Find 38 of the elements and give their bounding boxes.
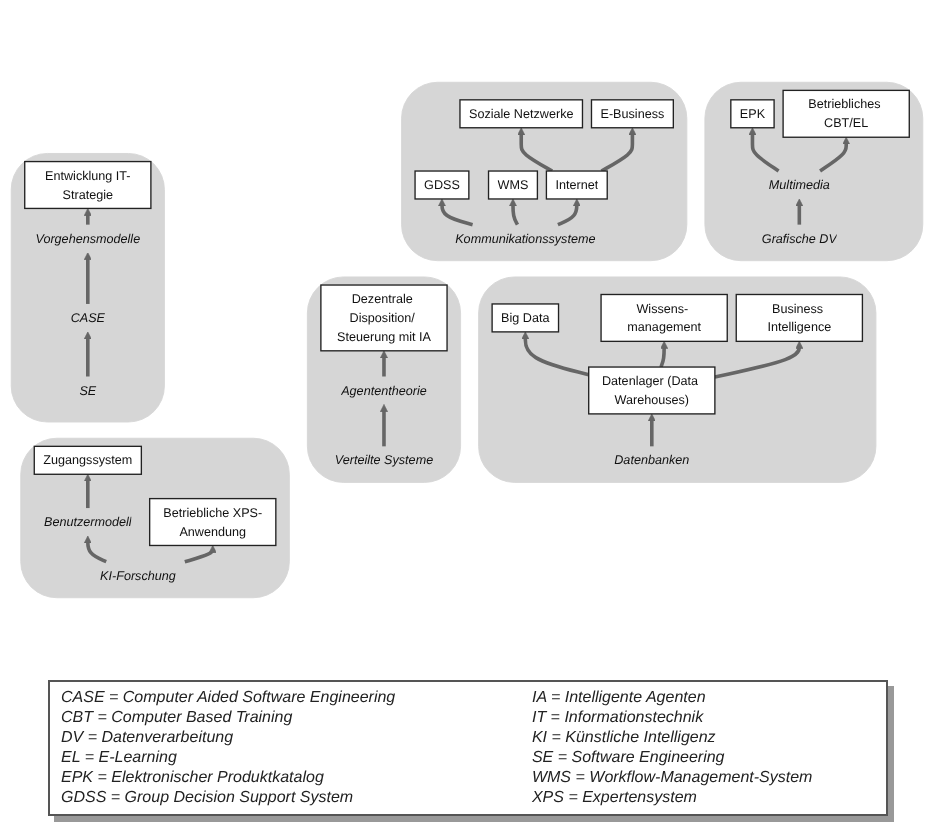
cluster	[20, 437, 290, 599]
abbreviation-entry: IA = Intelligente Agenten	[531, 688, 708, 708]
cluster	[478, 276, 877, 483]
arrow	[83, 473, 92, 509]
arrow	[748, 127, 780, 173]
arrow	[659, 341, 669, 368]
cluster	[306, 276, 461, 483]
arrow	[557, 198, 581, 227]
arrow	[647, 413, 656, 447]
abbreviation-entry: XPS = Expertensystem	[531, 788, 699, 808]
abbreviation-entry: CBT = Computer Based Training	[61, 708, 295, 728]
arrow	[83, 535, 107, 564]
abbreviation-entry: IT = Informationstechnik	[531, 708, 706, 728]
abbreviation-entry: EL = E-Learning	[61, 748, 179, 768]
abbreviation-entry: SE = Software Engineering	[531, 748, 727, 768]
arrow	[600, 127, 637, 173]
arrow	[83, 208, 92, 226]
arrow	[795, 198, 804, 226]
arrow	[380, 350, 388, 377]
arrow	[380, 404, 388, 447]
abbreviation-entry: GDSS = Group Decision Support System	[61, 788, 356, 808]
arrow	[714, 341, 804, 379]
abbreviation-entry: EPK = Elektronischer Produktkatalog	[61, 768, 326, 788]
abbreviation-entry: CASE = Computer Aided Software Engineering	[61, 688, 398, 708]
arrow	[521, 331, 590, 377]
abbreviation-entry: DV = Datenverarbeitung	[61, 728, 236, 748]
arrow	[438, 198, 474, 227]
abbreviation-entry: KI = Künstliche Intelligenz	[531, 728, 718, 748]
arrow	[83, 252, 92, 304]
cluster	[704, 81, 924, 262]
arrow	[509, 198, 520, 226]
arrow	[517, 127, 554, 173]
abbreviation-entry: WMS = Workflow-Management-System	[531, 768, 815, 788]
arrow	[819, 136, 851, 173]
arrow	[184, 545, 217, 564]
cluster	[10, 153, 165, 423]
arrow	[83, 331, 92, 377]
cluster	[401, 81, 688, 262]
